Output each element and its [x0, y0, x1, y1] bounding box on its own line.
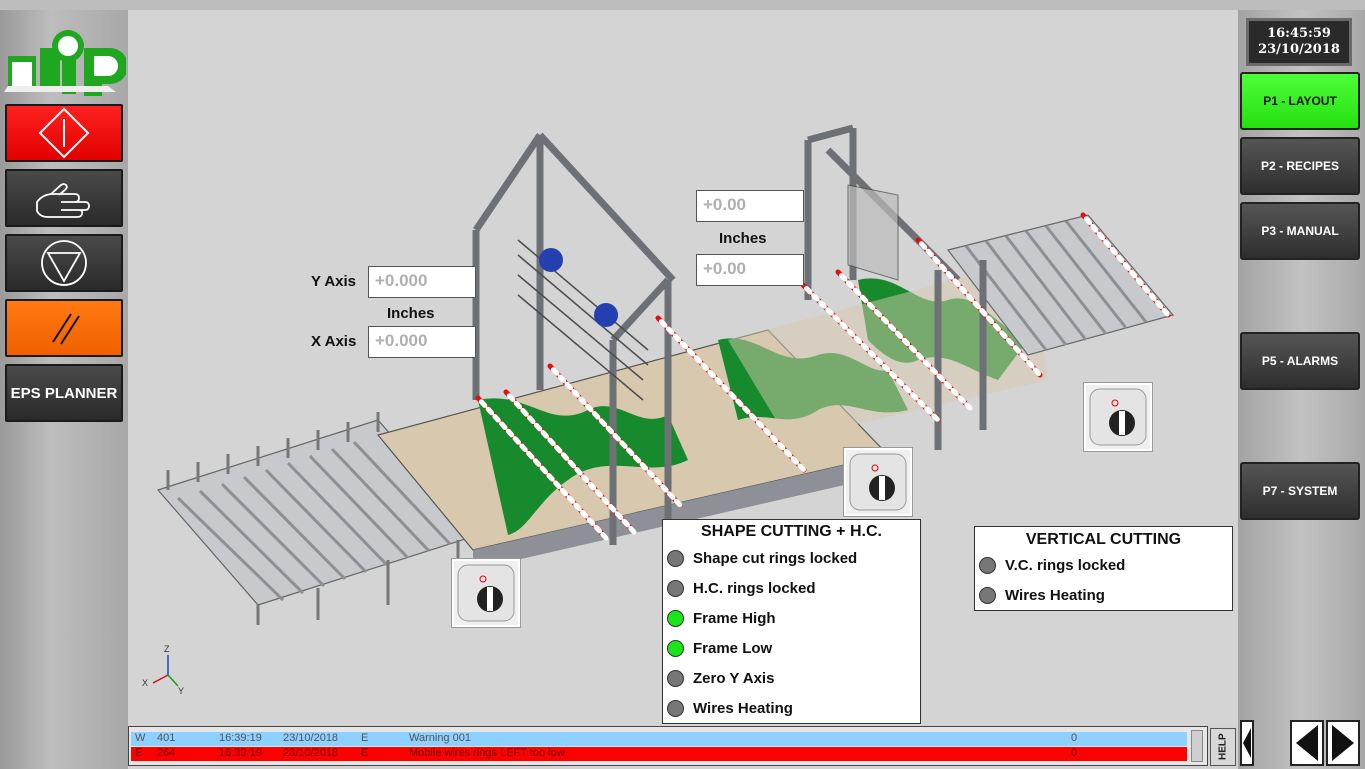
- vc-bottom-value[interactable]: +0.00: [696, 254, 804, 286]
- status-led-icon: [667, 699, 684, 717]
- nav-p7-system[interactable]: P7 - SYSTEM: [1240, 462, 1360, 520]
- alarm-time: 16:39:19: [219, 747, 262, 759]
- status-led-icon: [667, 639, 684, 657]
- alarm-row[interactable]: W 401 16:39:19 23/10/2018 E Warning 001 0: [131, 732, 1187, 746]
- nav-p2-recipes[interactable]: P2 - RECIPES: [1240, 137, 1360, 195]
- alarm-flag: E: [361, 747, 369, 759]
- status-label: Wires Heating: [693, 699, 793, 717]
- status-row: Wires Heating: [663, 693, 920, 723]
- datetime-display: 16:45:59 23/10/2018: [1246, 18, 1352, 66]
- status-led-icon: [979, 586, 996, 604]
- left-toolbar: EPS PLANNER: [0, 10, 128, 769]
- stop-triangle-icon: [41, 240, 87, 286]
- help-button[interactable]: HELP: [1210, 728, 1236, 766]
- status-led-icon: [979, 556, 996, 574]
- shape-cutting-panel: SHAPE CUTTING + H.C. Shape cut rings loc…: [662, 519, 921, 724]
- status-led-icon: [667, 609, 684, 627]
- status-label: H.C. rings locked: [693, 579, 816, 597]
- reset-button[interactable]: [5, 299, 123, 357]
- clock-time: 16:45:59: [1267, 26, 1331, 41]
- selector-knob-icon: [457, 564, 515, 622]
- x-axis-label: X Axis: [311, 333, 357, 350]
- right-navigation: 16:45:59 23/10/2018 P1 - LAYOUT P2 - REC…: [1238, 10, 1365, 769]
- status-row: H.C. rings locked: [663, 573, 920, 603]
- selector-knob-icon: [1089, 388, 1147, 446]
- alarm-type: E: [135, 747, 143, 759]
- axis-triad-icon: Z X Y: [142, 644, 184, 696]
- arrow-right-icon: [1332, 725, 1354, 761]
- status-label: Frame High: [693, 609, 776, 627]
- screen-nav-small-left[interactable]: [1240, 720, 1254, 766]
- selector-switch-right[interactable]: [1084, 383, 1152, 451]
- start-button[interactable]: [5, 104, 123, 162]
- shape-cutting-title: SHAPE CUTTING + H.C.: [701, 523, 882, 540]
- y-axis-value[interactable]: +0.000: [368, 266, 476, 298]
- selector-switch-center[interactable]: [844, 448, 912, 516]
- vertical-cutting-title: VERTICAL CUTTING: [1025, 531, 1182, 548]
- alarm-date: 23/10/2018: [283, 732, 339, 744]
- status-led-icon: [667, 549, 684, 567]
- selector-switch-left[interactable]: [452, 559, 520, 627]
- company-logo: [4, 30, 126, 96]
- manual-hand-button[interactable]: [5, 169, 123, 227]
- nav-p3-manual[interactable]: P3 - MANUAL: [1240, 202, 1360, 260]
- eps-planner-label: EPS PLANNER: [10, 384, 118, 402]
- next-screen-button[interactable]: [1326, 720, 1360, 766]
- cycle-stop-button[interactable]: [5, 234, 123, 292]
- nav-p1-layout[interactable]: P1 - LAYOUT: [1240, 72, 1360, 130]
- alarm-date: 23/10/2018: [283, 747, 339, 759]
- status-label: Frame Low: [693, 639, 773, 657]
- alarm-text: Warning 001: [409, 732, 471, 744]
- svg-text:Z: Z: [164, 644, 170, 654]
- status-row: Wires Heating: [975, 580, 1232, 610]
- alarm-time: 16:39:19: [219, 732, 262, 744]
- y-axis-label: Y Axis: [311, 273, 357, 290]
- alarm-count: 0: [1071, 747, 1078, 759]
- status-row: Frame High: [663, 603, 920, 633]
- alarm-code: 401: [157, 732, 176, 744]
- right-units-label: Inches: [719, 230, 767, 247]
- nav-p5-alarms[interactable]: P5 - ALARMS: [1240, 332, 1360, 390]
- selector-knob-icon: [849, 453, 907, 511]
- svg-text:Y: Y: [178, 686, 184, 696]
- start-icon: [38, 107, 90, 159]
- status-label: Wires Heating: [1005, 586, 1105, 604]
- status-row: Frame Low: [663, 633, 920, 663]
- status-row: V.C. rings locked: [975, 550, 1232, 580]
- x-axis-value[interactable]: +0.000: [368, 326, 476, 358]
- alarm-count: 0: [1071, 732, 1078, 744]
- alarm-text: Mobile wires rings LEFT too low: [409, 747, 565, 759]
- machine-3d-drawing: Z X Y: [142, 124, 1175, 696]
- machine-layout-view: Z X Y Y Axis +0.000 Inches X Axis +0.000…: [128, 10, 1238, 725]
- status-row: Shape cut rings locked: [663, 543, 920, 573]
- svg-text:X: X: [142, 678, 148, 688]
- vc-top-value[interactable]: +0.00: [696, 190, 804, 222]
- reset-slash-icon: [52, 313, 80, 345]
- arrow-left-icon: [1296, 725, 1318, 761]
- status-label: Zero Y Axis: [693, 669, 775, 687]
- previous-screen-button[interactable]: [1290, 720, 1324, 766]
- arrow-left-icon: [1243, 728, 1251, 758]
- status-led-icon: [667, 579, 684, 597]
- alarm-code: 264: [157, 747, 176, 759]
- left-units-label: Inches: [387, 305, 435, 322]
- top-strip: [0, 0, 1365, 10]
- alarm-flag: E: [361, 732, 369, 744]
- alarm-type: W: [135, 732, 146, 744]
- status-row: Zero Y Axis: [663, 663, 920, 693]
- eps-planner-button[interactable]: EPS PLANNER: [5, 364, 123, 422]
- hand-icon: [36, 183, 90, 218]
- clock-date: 23/10/2018: [1258, 42, 1340, 57]
- status-label: V.C. rings locked: [1005, 556, 1126, 574]
- alarm-row[interactable]: E 264 16:39:19 23/10/2018 E Mobile wires ring…: [131, 747, 1187, 761]
- status-led-icon: [667, 669, 684, 687]
- status-label: Shape cut rings locked: [693, 549, 858, 567]
- alarm-scrollbar[interactable]: [1191, 730, 1203, 762]
